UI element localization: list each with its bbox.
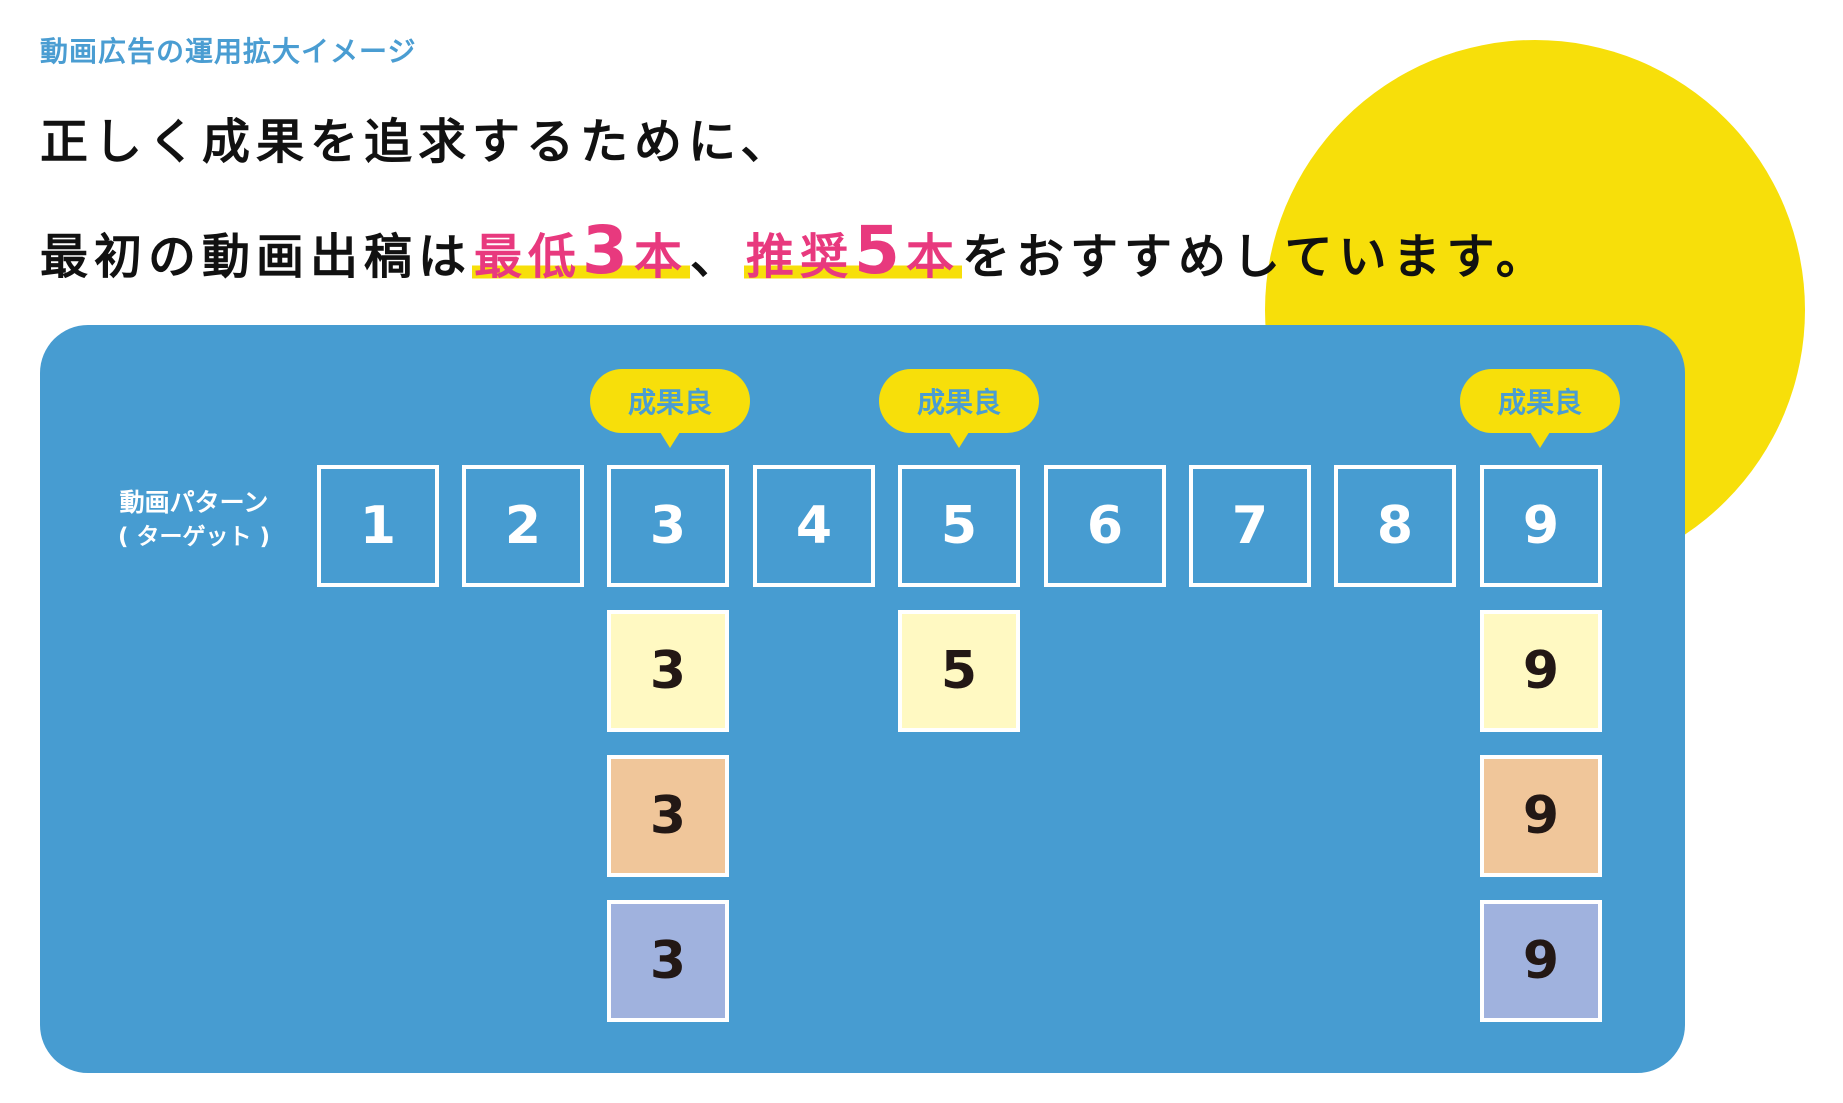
recommended-highlight: 推奨5本 [744, 218, 962, 284]
expanded-box-9-a: 9 [1480, 610, 1602, 732]
recommended-unit: 本 [905, 229, 960, 285]
expanded-box-9-b: 9 [1480, 755, 1602, 877]
pattern-box-2: 2 [462, 465, 584, 587]
pattern-box-1: 1 [317, 465, 439, 587]
pattern-box-3: 3 [607, 465, 729, 587]
good-result-badge-9: 成果良 [1460, 369, 1620, 448]
expanded-box-5-a: 5 [898, 610, 1020, 732]
expanded-box-3-a: 3 [607, 610, 729, 732]
minimum-label: 最低 [474, 229, 583, 285]
good-result-badge-5: 成果良 [879, 369, 1039, 448]
pattern-box-4: 4 [753, 465, 875, 587]
pattern-row-label: 動画パターン ( ターゲット ) [118, 485, 270, 555]
section-eyebrow: 動画広告の運用拡大イメージ [40, 35, 417, 68]
pattern-box-9: 9 [1480, 465, 1602, 587]
pattern-box-6: 6 [1044, 465, 1166, 587]
pattern-box-5: 5 [898, 465, 1020, 587]
pattern-row-title: 動画パターン [119, 488, 269, 517]
minimum-unit: 本 [633, 229, 688, 285]
headline-separator: 、 [689, 229, 744, 285]
minimum-number: 3 [582, 212, 634, 289]
headline-line-2: 最初の動画出稿は 最低3本 、 推奨5本 をおすすめしています。 [40, 218, 1550, 284]
recommended-label: 推奨 [746, 229, 855, 285]
pattern-row-subtitle: ( ターゲット ) [118, 524, 271, 551]
recommended-number: 5 [854, 212, 906, 289]
pattern-box-8: 8 [1334, 465, 1456, 587]
headline-prefix: 最初の動画出稿は [40, 229, 473, 285]
minimum-highlight: 最低3本 [472, 218, 690, 284]
headline-suffix: をおすすめしています。 [961, 229, 1550, 285]
pattern-box-7: 7 [1189, 465, 1311, 587]
expanded-box-3-c: 3 [607, 900, 729, 1022]
expanded-box-9-c: 9 [1480, 900, 1602, 1022]
headline-line-1: 正しく成果を追求するために、 [40, 114, 795, 170]
good-result-badge-3: 成果良 [590, 369, 750, 448]
expanded-box-3-b: 3 [607, 755, 729, 877]
diagram-panel [40, 325, 1685, 1073]
